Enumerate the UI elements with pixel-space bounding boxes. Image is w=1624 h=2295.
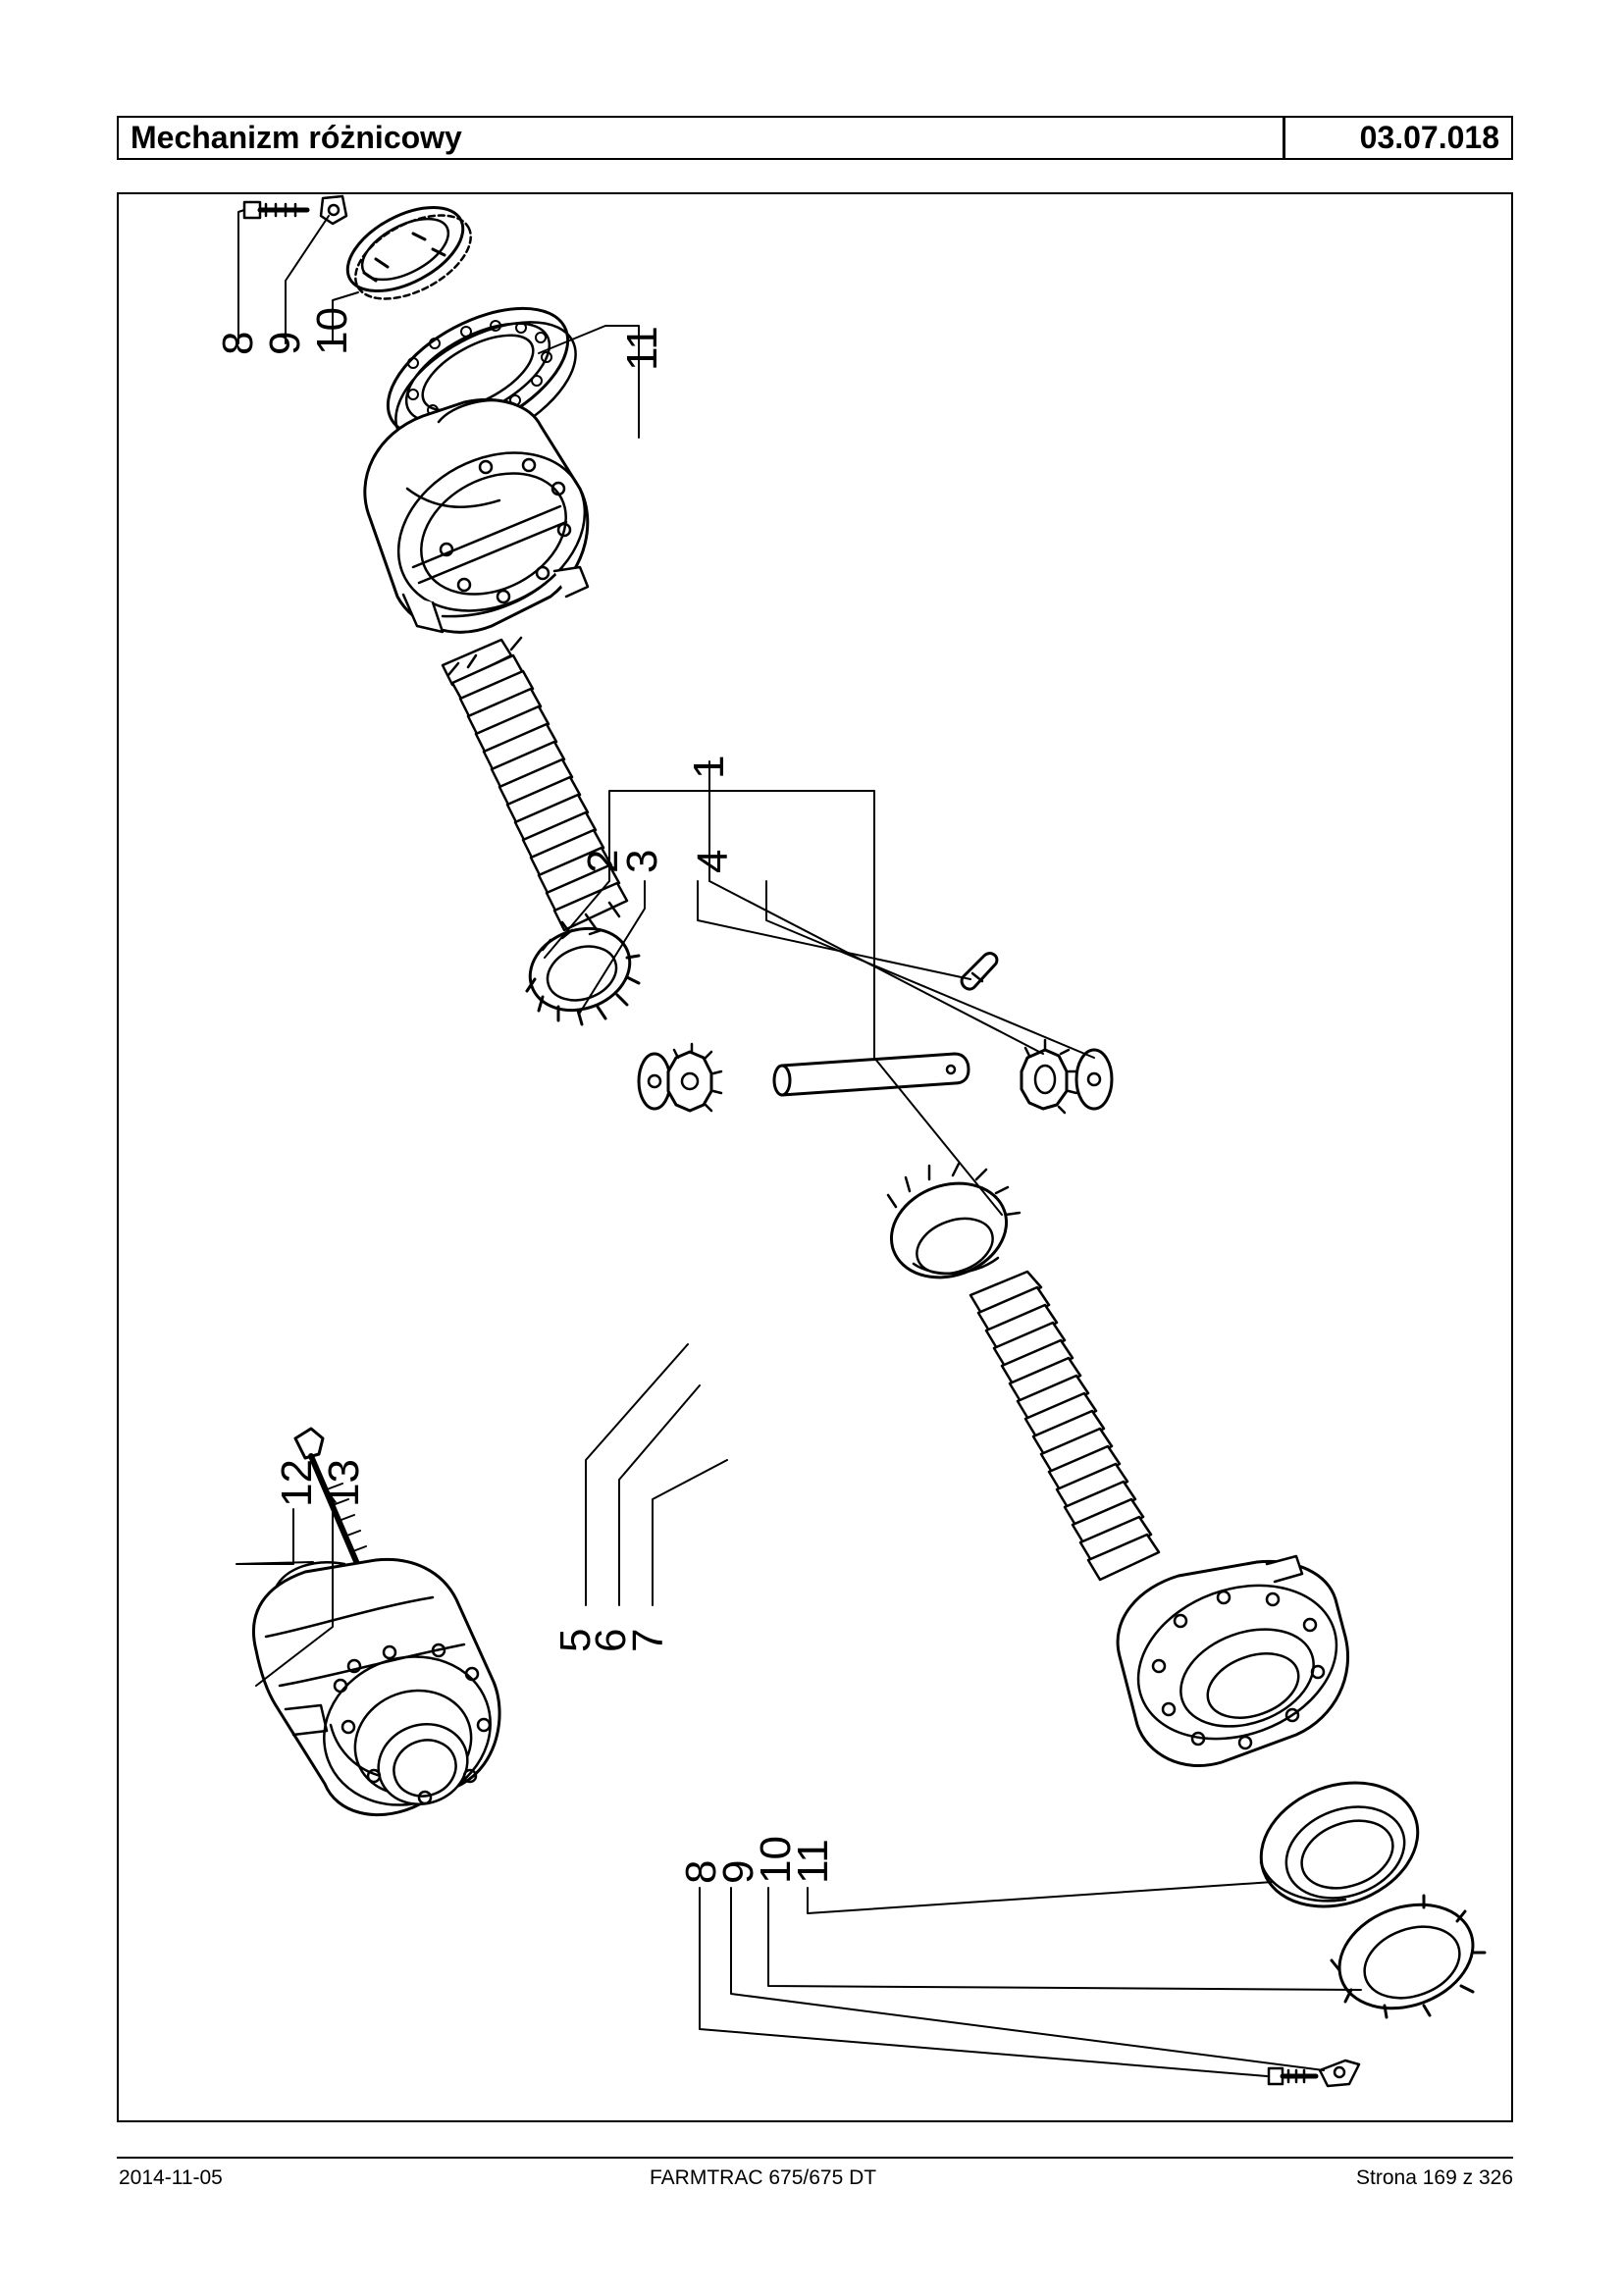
callout-3: 3 (618, 850, 666, 873)
upper-clutch-disc-pack (441, 636, 629, 938)
callout-10-top: 10 (308, 307, 356, 355)
callout-4: 4 (689, 850, 737, 873)
callout-labels: 8 9 10 11 1 2 3 4 12 13 5 6 7 8 9 10 11 (214, 307, 837, 1884)
callout-2: 2 (579, 850, 627, 873)
upper-side-bevel-gear (525, 926, 641, 1026)
page-header: Mechanizm różnicowy 03.07.018 (117, 116, 1513, 160)
callout-9-top: 9 (261, 332, 309, 355)
callout-6: 6 (587, 1629, 635, 1652)
leader-lines (236, 209, 1362, 2077)
footer-rule (117, 2157, 1513, 2159)
callout-1: 1 (685, 756, 733, 779)
footer-model: FARMTRAC 675/675 DT (650, 2166, 877, 2189)
lower-bearing (1259, 1781, 1420, 1908)
page-title: Mechanizm różnicowy (131, 120, 462, 155)
upper-differential-housing (363, 398, 590, 634)
pinion-gear-right (1020, 1038, 1078, 1115)
exploded-view-figure: 8 9 10 11 1 2 3 4 12 13 5 6 7 8 9 10 11 (117, 192, 1513, 2122)
callout-8-bottom: 8 (677, 1860, 725, 1884)
top-bolt (242, 200, 310, 220)
callout-7: 7 (624, 1629, 672, 1652)
header-divider (1283, 118, 1285, 158)
callout-5: 5 (551, 1629, 600, 1652)
assembly-bolt (293, 1427, 367, 1569)
lower-adjusting-nut (1330, 1894, 1487, 2019)
lower-lock-plate (1318, 2059, 1361, 2088)
callout-12: 12 (273, 1459, 321, 1507)
pinion-gear-left (666, 1042, 723, 1113)
callout-11-bottom: 11 (789, 1839, 837, 1884)
thrust-washer-left (637, 1052, 672, 1111)
footer-page-number: Strona 169 z 326 (1356, 2166, 1513, 2189)
lower-clutch-disc-pack (969, 1270, 1161, 1582)
callout-10-bottom: 10 (752, 1836, 800, 1884)
callout-13: 13 (320, 1459, 368, 1507)
callout-9-bottom: 9 (714, 1860, 762, 1884)
lower-differential-housing (1116, 1554, 1350, 1768)
callout-11-top: 11 (618, 326, 666, 371)
lower-bolt (1267, 2066, 1319, 2086)
footer-date: 2014-11-05 (119, 2166, 223, 2189)
top-adjusting-nut (345, 206, 472, 300)
lock-pin (960, 952, 999, 991)
document-code: 03.07.018 (1359, 120, 1499, 155)
thrust-washer-right (1074, 1048, 1114, 1111)
differential-exploded-drawing: 8 9 10 11 1 2 3 4 12 13 5 6 7 8 9 10 11 (214, 194, 1487, 2088)
differential-assembly (251, 1557, 501, 1816)
callout-8-top: 8 (214, 332, 262, 355)
pinion-shaft (772, 1052, 970, 1097)
top-lock-plate (319, 194, 348, 226)
lower-side-bevel-gear (886, 1162, 1022, 1279)
